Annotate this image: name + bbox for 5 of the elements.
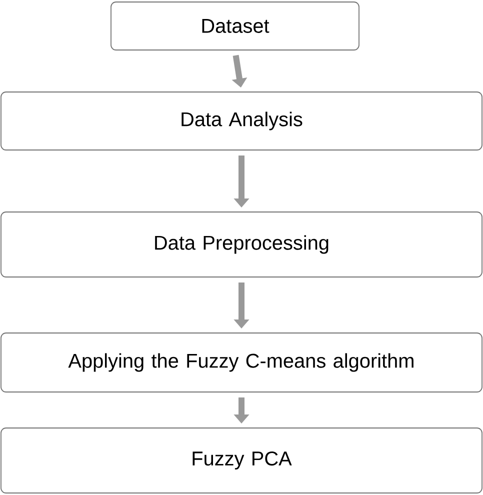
- process-box: Data Preprocessing: [0, 212, 482, 278]
- process-box: Data Analysis: [0, 92, 482, 150]
- process-box: Dataset: [110, 2, 360, 50]
- process-box: Fuzzy PCA: [0, 428, 482, 494]
- process-box: Applying the Fuzzy C-means algorithm: [0, 332, 482, 392]
